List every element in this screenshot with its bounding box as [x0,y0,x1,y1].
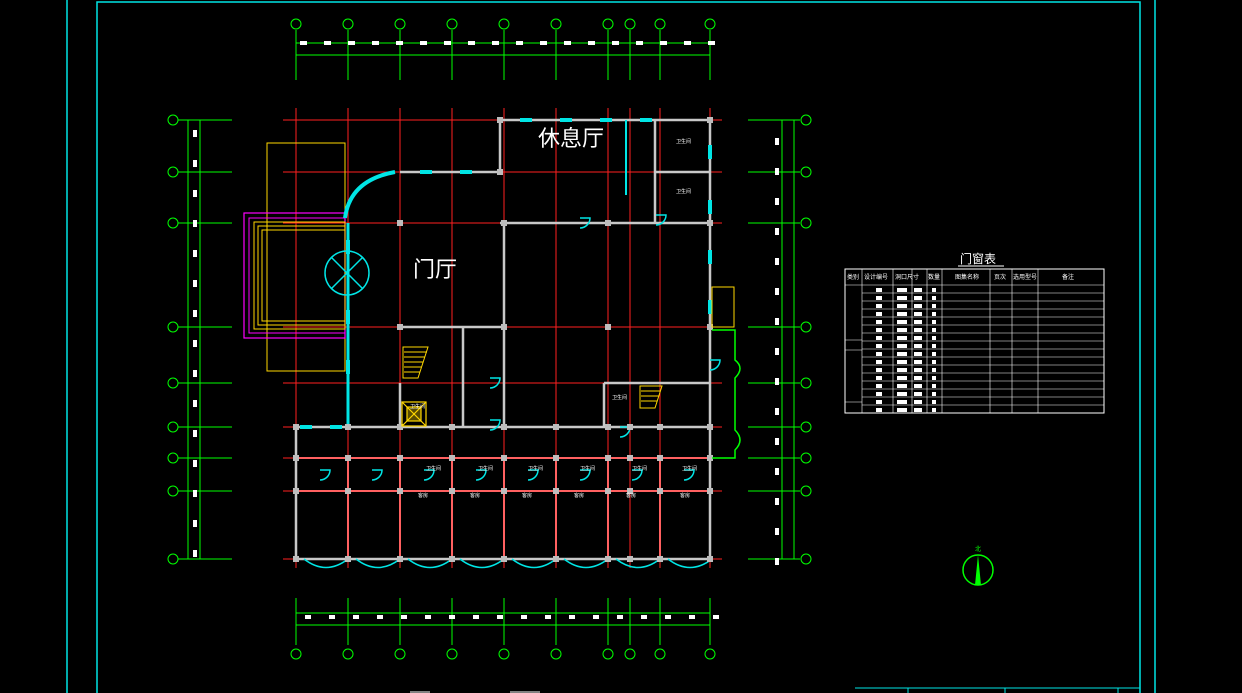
room-tag: 客房 [470,492,480,499]
stair-right [639,385,663,409]
table-header-cell: 类别 [847,273,859,281]
room-tag: 卫生间 [478,465,493,472]
drawing-frame [66,0,1156,693]
room-tag: 卫生间 [632,465,647,472]
room-tag: 客房 [626,492,636,499]
inner-frame [96,1,1141,693]
entrance-ramp [243,142,346,372]
elevator [401,401,427,427]
dimension-lines [178,30,800,645]
table-header-cell: 洞口尺寸 [895,273,919,281]
table-header-cell: 设计编号 [864,273,888,281]
axis-bubbles [167,18,812,660]
room-tag: 卫生间 [580,465,595,472]
small-room-tags: 卫生间卫生间卫生间卫生间卫生间卫生间卫生间卫生间卫生间卫生间客房客房客房客房客房… [410,138,697,499]
room-tag: 卫生间 [612,394,627,401]
stair-main [402,346,429,379]
north-arrow: 北 [962,545,994,586]
room-tag: 客房 [574,492,584,499]
columns [293,117,713,562]
fixtures [300,118,721,481]
table-header-cell: 图集名称 [955,273,979,281]
room-tag: 卫生间 [528,465,543,472]
lounge-label: 休息厅 [538,127,604,152]
revolving-door [324,250,370,296]
lobby-curved-wall [343,170,396,219]
north-label: 北 [975,545,981,553]
table-header-cell: 选用型号 [1013,273,1037,281]
side-canopy [711,286,735,328]
room-tag: 客房 [522,492,532,499]
room-tag: 卫生间 [426,465,441,472]
table-header-cell: 备注 [1062,273,1074,281]
door-schedule-table: 门窗表 类别设计编号洞口尺寸 数量 图集名称 页次选用型号 备注 [844,251,1105,414]
room-tag: 卫生间 [676,138,691,145]
table-header-cell: 页次 [994,273,1006,281]
room-tag: 卫生间 [682,465,697,472]
room-tag: 卫生间 [676,188,691,195]
room-tag: 客房 [418,492,428,499]
side-ramp [712,329,741,459]
table-header-cell: 数量 [928,273,940,281]
room-tag: 客房 [680,492,690,499]
lobby-label: 门厅 [413,258,457,283]
room-tag: 卫生间 [410,403,425,410]
door-schedule-title: 门窗表 [960,251,996,266]
